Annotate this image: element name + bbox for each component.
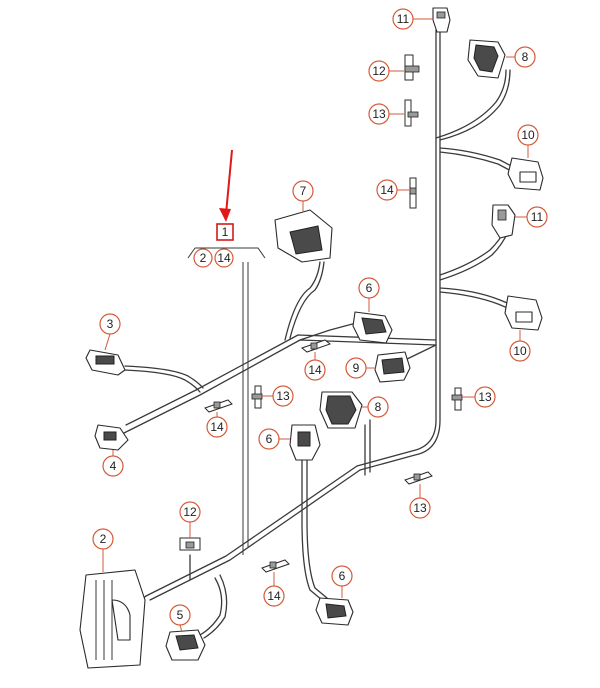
callout-8-mid: 8 <box>362 396 389 418</box>
clip-13-bottom <box>404 471 433 485</box>
callout-14-bottom: 14 <box>263 572 285 607</box>
callout-6-bottom: 6 <box>331 565 353 598</box>
connector-10-mid <box>504 295 543 331</box>
harness-wires <box>119 24 516 639</box>
callout-13-top-label: 13 <box>372 107 386 121</box>
callout-4-label: 4 <box>110 459 117 473</box>
callout-11-mid: 11 <box>515 206 548 228</box>
callout-12-bottom-label: 12 <box>183 505 197 519</box>
callout-2-bottom-label: 2 <box>100 532 107 546</box>
callout-10-top-label: 10 <box>521 128 535 142</box>
callout-14-mid: 14 <box>304 352 326 381</box>
callout-14-top-left: 14 <box>214 248 234 268</box>
red-arrow-indicator <box>219 149 233 222</box>
clip-13-top <box>404 99 419 127</box>
connector-11-top <box>432 7 451 33</box>
clip-12-bottom <box>179 537 201 551</box>
callout-12-top: 12 <box>368 60 404 82</box>
connector-8-top <box>467 39 506 79</box>
callout-10-mid-label: 10 <box>513 344 527 358</box>
connector-6-bottom <box>315 597 354 626</box>
callout-14-right-top-label: 14 <box>380 183 394 197</box>
callout-7-label: 7 <box>300 184 307 198</box>
callout-14-top-left-label: 14 <box>217 251 231 265</box>
connector-6-mid <box>289 424 321 461</box>
callout-10-mid: 10 <box>509 330 531 362</box>
connector-4 <box>94 424 129 451</box>
callout-14-left: 14 <box>206 412 228 438</box>
clip-13-right <box>451 387 463 411</box>
callout-8-top-label: 8 <box>522 50 529 64</box>
callout-1-label: 1 <box>222 225 229 239</box>
callout-14-right-top: 14 <box>376 179 409 201</box>
callout-12-top-label: 12 <box>372 64 386 78</box>
connector-7 <box>274 209 333 263</box>
callout-2-top-label: 2 <box>200 251 207 265</box>
clip-14-top <box>409 177 417 209</box>
callout-9-label: 9 <box>353 361 360 375</box>
clip-14-mid <box>300 339 332 353</box>
callout-12-bottom: 12 <box>179 501 201 538</box>
connector-10-top <box>507 157 544 191</box>
connector-9 <box>374 351 411 383</box>
clip-14-left <box>204 399 233 413</box>
clip-12-top <box>404 54 420 81</box>
callout-13-bottom: 13 <box>409 484 431 519</box>
callout-6-mid: 6 <box>258 428 290 450</box>
callout-6-top-label: 6 <box>366 281 373 295</box>
clip-13-left <box>251 385 263 409</box>
callout-2-bottom: 2 <box>92 528 114 572</box>
callout-11-top-label: 11 <box>397 12 410 26</box>
callout-5-label: 5 <box>177 608 184 622</box>
callout-13-top: 13 <box>368 103 404 125</box>
callout-13-bottom-label: 13 <box>413 501 427 515</box>
callout-9: 9 <box>345 357 376 379</box>
callout-10-top: 10 <box>517 124 539 158</box>
callout-13-left: 13 <box>262 385 294 407</box>
callout-6-bottom-label: 6 <box>339 569 346 583</box>
callout-5: 5 <box>169 604 191 633</box>
connector-6-top <box>352 311 393 344</box>
callout-box-1: 1 <box>216 223 234 241</box>
callout-13-right: 13 <box>462 386 496 408</box>
callout-3: 3 <box>99 313 121 351</box>
callout-8-top: 8 <box>506 46 536 68</box>
connector-8-mid <box>319 391 363 429</box>
callout-8-mid-label: 8 <box>375 400 382 414</box>
callout-7: 7 <box>292 180 314 212</box>
connector-5 <box>165 629 206 661</box>
callout-6-top: 6 <box>358 277 380 312</box>
clip-14-bottom <box>261 559 290 573</box>
callout-13-right-label: 13 <box>478 390 492 404</box>
callout-14-left-label: 14 <box>210 420 224 434</box>
callout-2-top: 2 <box>193 248 213 268</box>
callout-11-top: 11 <box>392 8 433 30</box>
callout-14-bottom-label: 14 <box>267 589 281 603</box>
callout-14-mid-label: 14 <box>308 363 322 377</box>
callout-3-label: 3 <box>107 317 114 331</box>
callout-11-mid-label: 11 <box>531 210 544 224</box>
connector-3 <box>85 349 126 376</box>
callout-4: 4 <box>102 450 124 477</box>
connector-2 <box>79 569 146 669</box>
callout-6-mid-label: 6 <box>266 432 273 446</box>
connector-11-mid <box>491 204 516 239</box>
callout-13-left-label: 13 <box>276 389 290 403</box>
